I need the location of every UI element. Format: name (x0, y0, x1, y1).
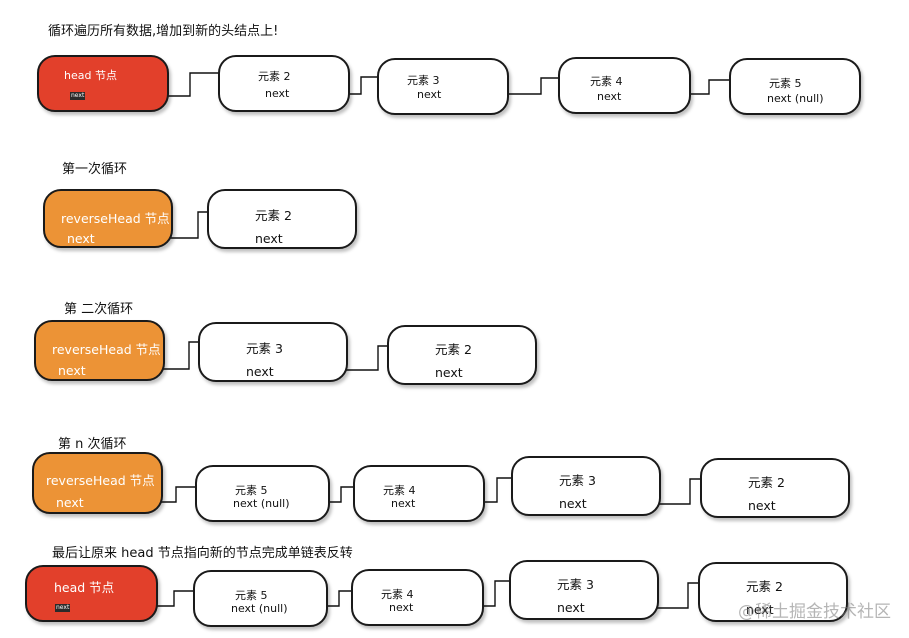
element-title: 元素 2 (435, 342, 472, 357)
element-next: next (391, 497, 416, 510)
caption-loop-2: 第 二次循环 (64, 302, 134, 317)
head-node: head 节点 next (25, 565, 158, 622)
reverse-head-node: reverseHead 节点 next (43, 189, 173, 248)
element-title: 元素 3 (559, 473, 596, 488)
element-node: 元素 5 next (null) (195, 465, 330, 522)
head-node-title: head 节点 (54, 580, 115, 595)
element-next: next (265, 87, 290, 100)
element-title: 元素 4 (383, 484, 416, 497)
element-title: 元素 5 (235, 484, 268, 497)
element-title: 元素 4 (590, 75, 623, 88)
head-node-title: head 节点 (64, 69, 117, 82)
element-next: next (435, 365, 463, 380)
watermark: @稀土掘金技术社区 (738, 602, 891, 622)
caption-loop-1: 第一次循环 (62, 162, 128, 177)
reverse-head-node: reverseHead 节点 next (34, 320, 165, 381)
element-next: next (null) (233, 497, 290, 510)
element-node: 元素 2 next (207, 189, 357, 249)
element-node: 元素 3 next (377, 58, 509, 115)
element-next: next (559, 496, 587, 511)
element-title: 元素 4 (381, 588, 414, 601)
caption-intro: 循环遍历所有数据,增加到新的头结点上! (48, 24, 279, 39)
element-node: 元素 3 next (511, 456, 661, 516)
reverse-head-node: reverseHead 节点 next (32, 452, 163, 514)
element-next: next (597, 90, 622, 103)
element-next: next (557, 600, 585, 615)
element-title: 元素 2 (258, 70, 291, 83)
element-title: 元素 2 (746, 579, 783, 594)
element-node: 元素 4 next (353, 465, 485, 522)
element-node: 元素 2 next (698, 562, 848, 622)
element-next: next (389, 601, 414, 614)
element-node: 元素 2 next (700, 458, 850, 518)
reverse-head-title: reverseHead 节点 (52, 342, 161, 357)
reverse-head-title: reverseHead 节点 (61, 211, 170, 226)
head-node: head 节点 next (37, 55, 169, 112)
caption-final: 最后让原来 head 节点指向新的节点完成单链表反转 (52, 546, 353, 561)
element-node: 元素 5 next (null) (193, 570, 328, 627)
element-node: 元素 3 next (198, 322, 348, 382)
element-title: 元素 2 (255, 208, 292, 223)
element-next: next (null) (767, 92, 824, 105)
element-title: 元素 5 (235, 589, 268, 602)
element-node: 元素 4 next (351, 569, 484, 626)
element-next: next (748, 498, 776, 513)
head-node-next: next (70, 92, 86, 100)
element-title: 元素 3 (246, 341, 283, 356)
element-node: 元素 4 next (558, 57, 691, 114)
element-next: next (246, 364, 274, 379)
element-node: 元素 2 next (218, 55, 350, 112)
element-title: 元素 3 (407, 74, 440, 87)
element-title: 元素 3 (557, 577, 594, 592)
element-next: next (null) (231, 602, 288, 615)
reverse-head-title: reverseHead 节点 (46, 473, 155, 488)
element-node: 元素 3 next (509, 560, 659, 620)
reverse-head-next: next (56, 495, 84, 510)
head-node-next: next (55, 604, 71, 612)
caption-loop-n: 第 n 次循环 (58, 437, 127, 452)
element-node: 元素 2 next (387, 325, 537, 385)
element-title: 元素 2 (748, 475, 785, 490)
element-next: next (417, 88, 442, 101)
reverse-head-next: next (58, 363, 86, 378)
element-title: 元素 5 (769, 77, 802, 90)
element-next: next (746, 602, 774, 617)
element-node: 元素 5 next (null) (729, 58, 861, 115)
element-next: next (255, 231, 283, 246)
reverse-head-next: next (67, 231, 95, 246)
